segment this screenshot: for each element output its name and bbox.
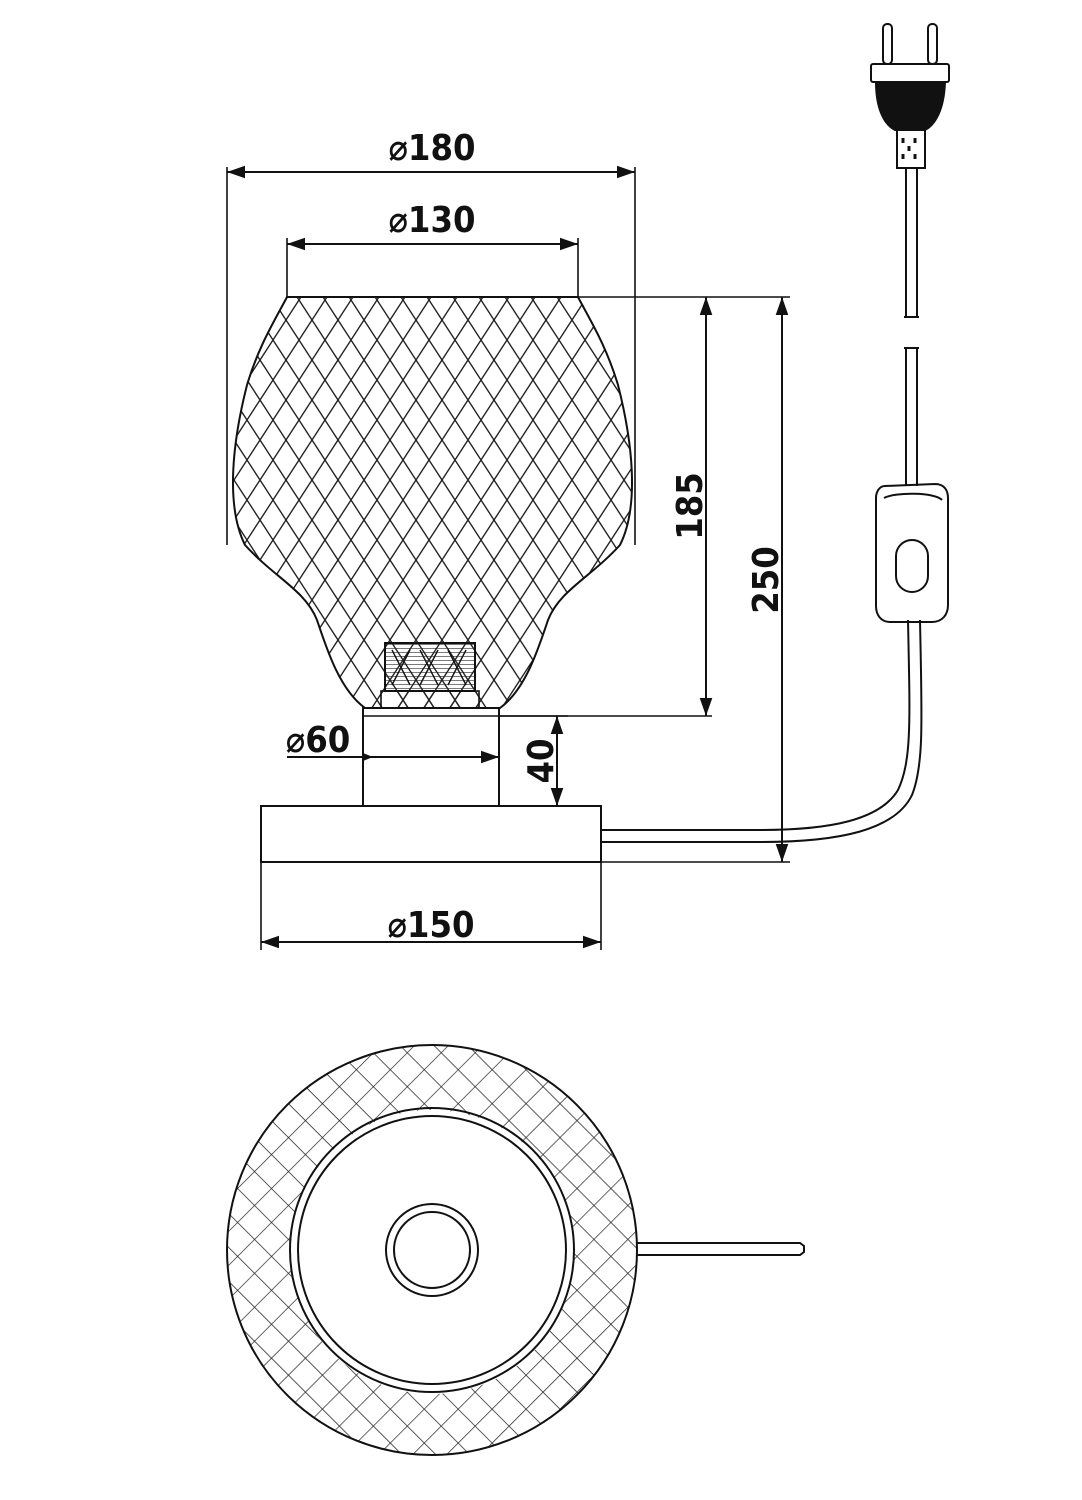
dim-label-150: ⌀150 bbox=[387, 905, 474, 946]
dim-neck-diameter: ⌀60 bbox=[286, 720, 499, 764]
lamp-socket bbox=[380, 642, 480, 709]
dim-label-60: ⌀60 bbox=[286, 720, 351, 761]
lamp-base bbox=[260, 805, 602, 863]
cable-upper bbox=[904, 168, 919, 486]
dim-label-180: ⌀180 bbox=[388, 128, 475, 169]
dim-base-diameter: ⌀150 bbox=[260, 862, 602, 950]
dim-total-height: 250 bbox=[578, 296, 790, 863]
dim-shade-max-diameter: ⌀180 bbox=[226, 128, 636, 545]
dim-label-130: ⌀130 bbox=[388, 200, 475, 241]
dim-label-40: 40 bbox=[521, 738, 562, 783]
top-view bbox=[226, 1044, 805, 1456]
power-cable bbox=[601, 619, 923, 843]
dim-shade-top-diameter: ⌀130 bbox=[286, 200, 579, 297]
dim-label-185: 185 bbox=[670, 472, 711, 540]
dim-shade-height: 185 bbox=[500, 297, 713, 717]
dim-label-250: 250 bbox=[746, 546, 787, 614]
dim-neck-height: 40 bbox=[499, 715, 568, 806]
power-plug bbox=[870, 23, 950, 169]
inline-switch bbox=[875, 482, 949, 623]
